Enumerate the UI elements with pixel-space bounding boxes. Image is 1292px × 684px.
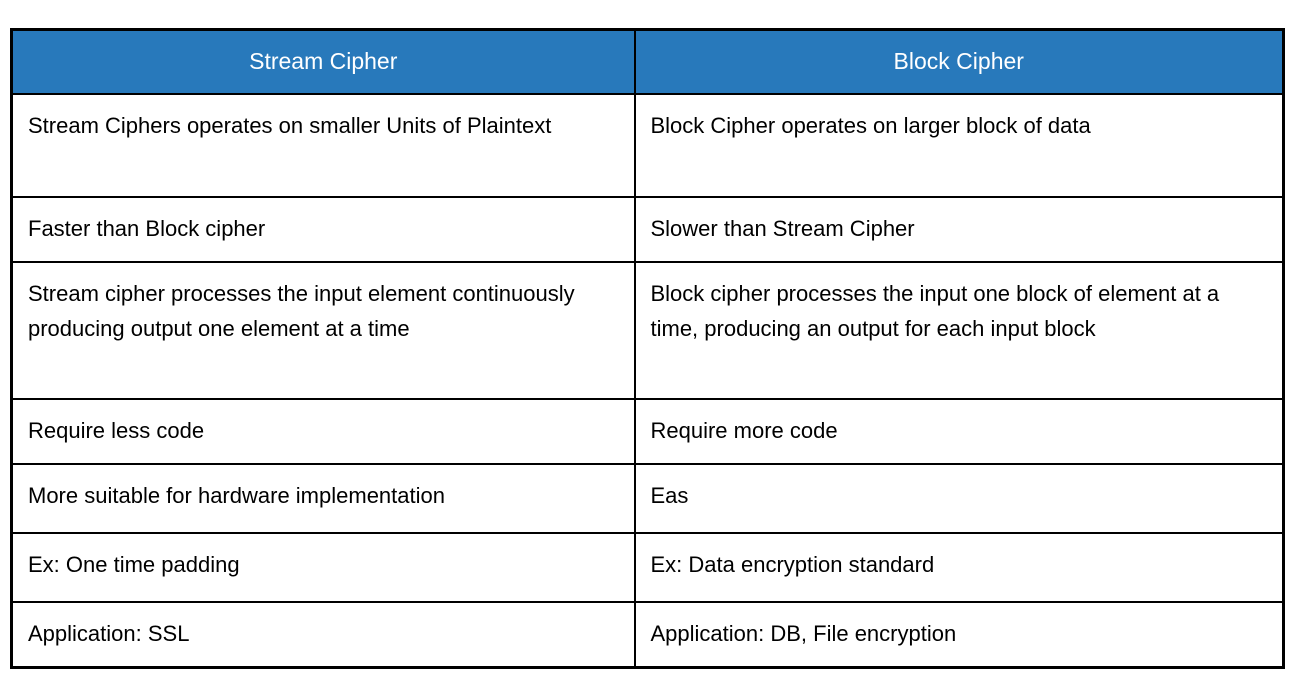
cipher-comparison-table: Stream Cipher Block Cipher Stream Cipher…: [10, 28, 1285, 669]
table-row: Faster than Block cipher Slower than Str…: [10, 195, 1285, 263]
table-cell-stream: Faster than Block cipher: [10, 195, 636, 263]
table-cell-block: Block cipher processes the input one blo…: [633, 260, 1285, 400]
table-cell-block: Slower than Stream Cipher: [633, 195, 1285, 263]
table-row: Ex: One time padding Ex: Data encryption…: [10, 531, 1285, 603]
table-cell-block: Application: DB, File encryption: [633, 600, 1285, 668]
table-cell-stream: Ex: One time padding: [10, 531, 636, 603]
table-cell-block: Eas: [633, 462, 1285, 534]
table-row: More suitable for hardware implementatio…: [10, 462, 1285, 534]
table-row: Stream Ciphers operates on smaller Units…: [10, 92, 1285, 198]
table-cell-stream: Require less code: [10, 397, 636, 465]
table-row: Require less code Require more code: [10, 397, 1285, 465]
table-cell-stream: More suitable for hardware implementatio…: [10, 462, 636, 534]
table-cell-block: Ex: Data encryption standard: [633, 531, 1285, 603]
table-cell-stream: Stream Ciphers operates on smaller Units…: [10, 92, 636, 198]
table-cell-stream: Stream cipher processes the input elemen…: [10, 260, 636, 400]
table-row: Stream cipher processes the input elemen…: [10, 260, 1285, 400]
table-cell-stream: Application: SSL: [10, 600, 636, 668]
column-header-block-cipher: Block Cipher: [633, 28, 1285, 95]
column-header-stream-cipher: Stream Cipher: [10, 28, 636, 95]
table-cell-block: Require more code: [633, 397, 1285, 465]
table-cell-block: Block Cipher operates on larger block of…: [633, 92, 1285, 198]
table-row: Application: SSL Application: DB, File e…: [10, 600, 1285, 668]
header-row: Stream Cipher Block Cipher: [10, 28, 1285, 95]
comparison-table-container: Stream Cipher Block Cipher Stream Cipher…: [10, 28, 1285, 669]
